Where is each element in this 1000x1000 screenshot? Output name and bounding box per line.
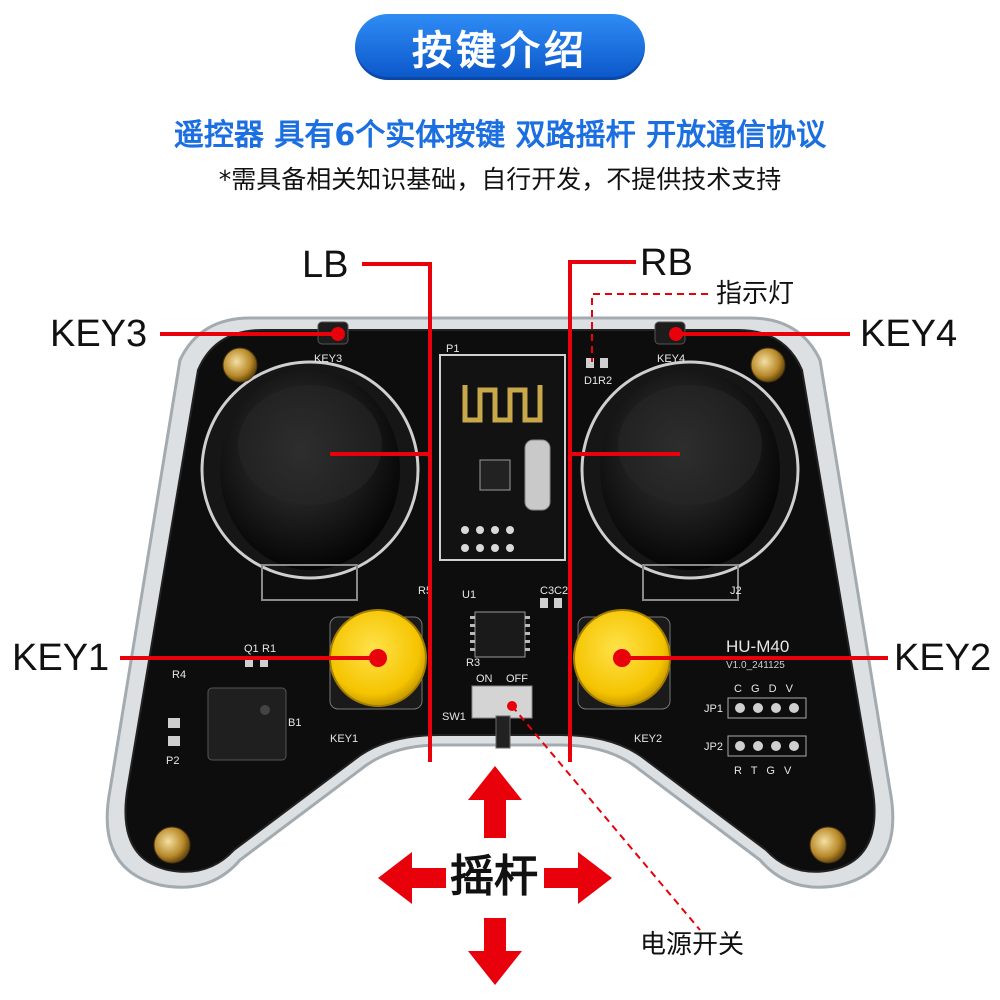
screw-bottom-left [153,826,191,864]
silk-key4: KEY4 [657,353,685,365]
silk-key1: KEY1 [330,733,358,745]
key4-label: KEY4 [860,313,958,355]
silk-u1: U1 [462,589,476,601]
silk-jp1-pins: C G D V [734,683,794,695]
disclaimer-note: *需具备相关知识基础，自行开发，不提供技术支持 [218,165,782,194]
silk-off: OFF [506,673,528,685]
indicator-callout [591,293,708,362]
silk-d1r2: D1R2 [584,375,612,387]
title-banner: 按键介绍 [355,14,645,80]
silk-jp1: JP1 [704,703,723,715]
screw-bottom-right [809,826,847,864]
lb-label: LB [302,244,349,286]
silk-j2: J2 [730,585,742,597]
joystick-direction-arrows [378,766,612,985]
buzzer [207,687,287,761]
silk-jp2: JP2 [704,741,723,753]
silk-p1: P1 [446,343,459,355]
page-title: 按键介绍 [412,28,588,74]
joystick-label: 摇杆 [450,851,538,902]
callout-lines [120,260,888,762]
silk-c3c2: C3C2 [540,585,568,597]
indicator-label: 指示灯 [716,279,795,309]
silk-r4: R4 [172,669,186,681]
power-switch-callout [511,705,701,931]
screw-top-right [750,347,786,383]
silk-r1: R1 [262,643,276,655]
silk-jp2-pins: R T G V [734,765,792,777]
key2-label: KEY2 [894,637,992,679]
power-switch-label: 电源开关 [640,930,745,960]
silk-on: ON [476,673,493,685]
screw-top-left [222,347,258,383]
power-switch [471,685,533,719]
silk-key3: KEY3 [314,353,342,365]
key3-label: KEY3 [50,313,148,355]
subtitle: 遥控器 具有6个实体按键 双路摇杆 开放通信协议 [173,118,827,153]
silk-p2: P2 [166,755,179,767]
key1-label: KEY1 [12,637,110,679]
silk-r3: R3 [466,657,480,669]
silk-version: V1.0_241125 [726,660,785,671]
silk-model: HU-M40 [726,637,789,656]
silk-q1: Q1 [244,643,259,655]
silk-sw1: SW1 [442,711,466,723]
silk-key2: KEY2 [634,733,662,745]
silk-b1: B1 [288,717,301,729]
rb-label: RB [640,242,693,284]
mcu-chip [474,611,526,658]
